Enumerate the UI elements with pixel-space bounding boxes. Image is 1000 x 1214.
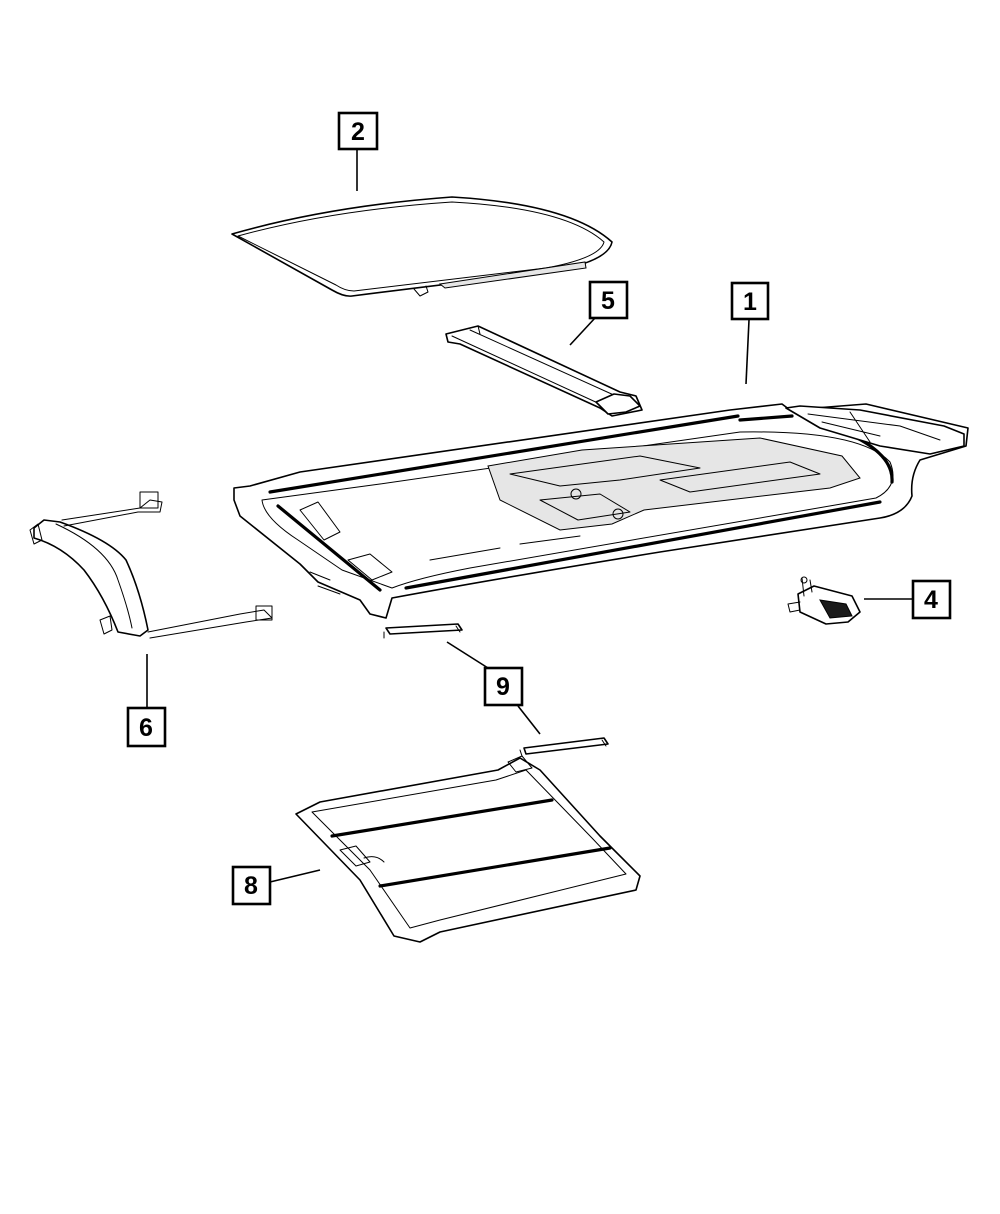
sunshade <box>295 755 641 943</box>
callout-1-label: 1 <box>743 288 757 316</box>
callout-9-label: 9 <box>496 673 510 701</box>
callout-6: 6 <box>126 706 167 748</box>
callout-1: 1 <box>730 281 770 321</box>
callout-4-label: 4 <box>924 586 938 614</box>
callout-6-label: 6 <box>139 714 153 742</box>
callout-5-label: 5 <box>601 287 615 315</box>
callout-5: 5 <box>588 280 629 320</box>
front-cross-rail <box>445 325 643 417</box>
sunroof-motor <box>787 576 861 625</box>
callout-2-label: 2 <box>351 118 365 146</box>
callout-4: 4 <box>911 579 952 620</box>
callout-9: 9 <box>483 666 524 707</box>
leader-lines <box>146 150 912 883</box>
sunroof-frame <box>233 403 969 619</box>
wind-deflector <box>29 491 273 639</box>
bracket-upper <box>383 623 463 639</box>
callout-8-label: 8 <box>244 872 258 900</box>
callout-2: 2 <box>337 111 379 151</box>
bracket-lower <box>519 737 609 757</box>
glass-panel <box>231 196 613 297</box>
callout-8: 8 <box>231 865 272 906</box>
